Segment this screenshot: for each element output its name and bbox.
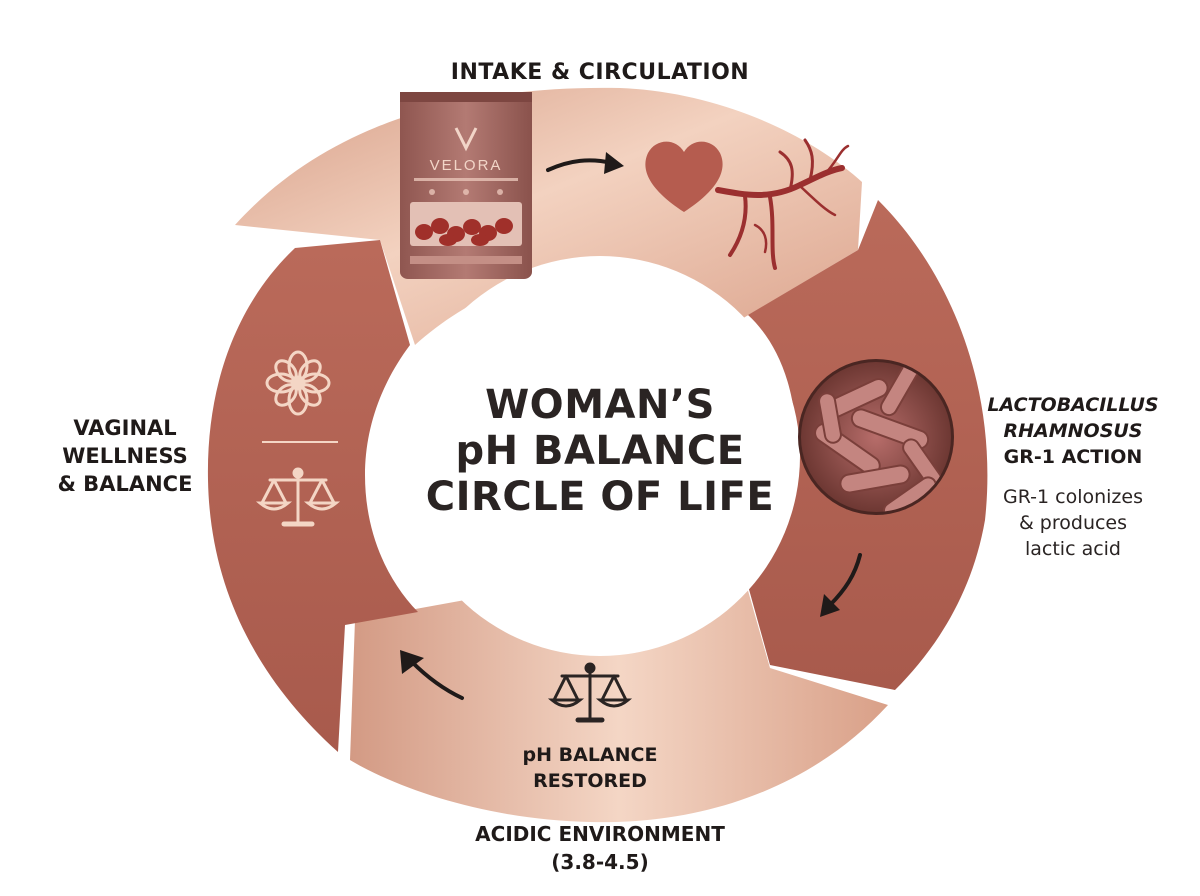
bacteria-icon: [798, 359, 954, 515]
lactobacillus-description: GR-1 colonizes & produces lactic acid: [962, 484, 1184, 562]
lactobacillus-title: LACTOBACILLUS RHAMNOSUS GR-1 ACTION: [962, 392, 1184, 470]
product-brand: VELORA: [430, 157, 503, 174]
acidic-line: (3.8-4.5): [551, 850, 649, 874]
center-title: WOMAN’S pH BALANCE CIRCLE OF LIFE: [400, 382, 800, 520]
intake-title: INTAKE & CIRCULATION: [450, 60, 750, 85]
lactobacillus-title-line: RHAMNOSUS: [1003, 420, 1143, 442]
description-line: lactic acid: [1024, 538, 1121, 560]
wellness-title-line: WELLNESS: [62, 444, 188, 468]
arrow-head: [604, 152, 624, 174]
center-title-line: CIRCLE OF LIFE: [425, 474, 775, 520]
arrow-icon: [828, 553, 862, 607]
center-title-line: WOMAN’S: [485, 382, 715, 428]
product-pouch: VELORA: [400, 92, 532, 279]
arrow-head: [820, 594, 840, 617]
blood-vessels-icon: [715, 138, 850, 270]
acidic-environment-title: ACIDIC ENVIRONMENT (3.8-4.5): [380, 820, 820, 876]
wellness-title-line: VAGINAL: [73, 416, 177, 440]
scale-icon: [547, 662, 633, 723]
center-title-line: pH BALANCE: [455, 428, 745, 474]
center-circle: [400, 256, 800, 656]
wellness-title-line: & BALANCE: [57, 472, 193, 496]
wellness-title: VAGINAL WELLNESS & BALANCE: [30, 414, 220, 498]
ph-restored-line: pH BALANCE: [522, 744, 658, 766]
acidic-line: ACIDIC ENVIRONMENT: [475, 822, 725, 846]
heart-icon: [645, 141, 723, 212]
arrow-head: [400, 650, 424, 674]
description-line: & produces: [1018, 512, 1128, 534]
lactobacillus-title-line: GR-1 ACTION: [1003, 446, 1143, 468]
scale-icon: [255, 467, 341, 527]
flower-icon: [265, 350, 331, 416]
lactobacillus-title-line: LACTOBACILLUS: [987, 394, 1159, 416]
ph-restored-title: pH BALANCE RESTORED: [470, 742, 710, 794]
arrow-icon: [410, 660, 464, 700]
description-line: GR-1 colonizes: [1003, 486, 1143, 508]
ph-restored-line: RESTORED: [533, 770, 647, 792]
